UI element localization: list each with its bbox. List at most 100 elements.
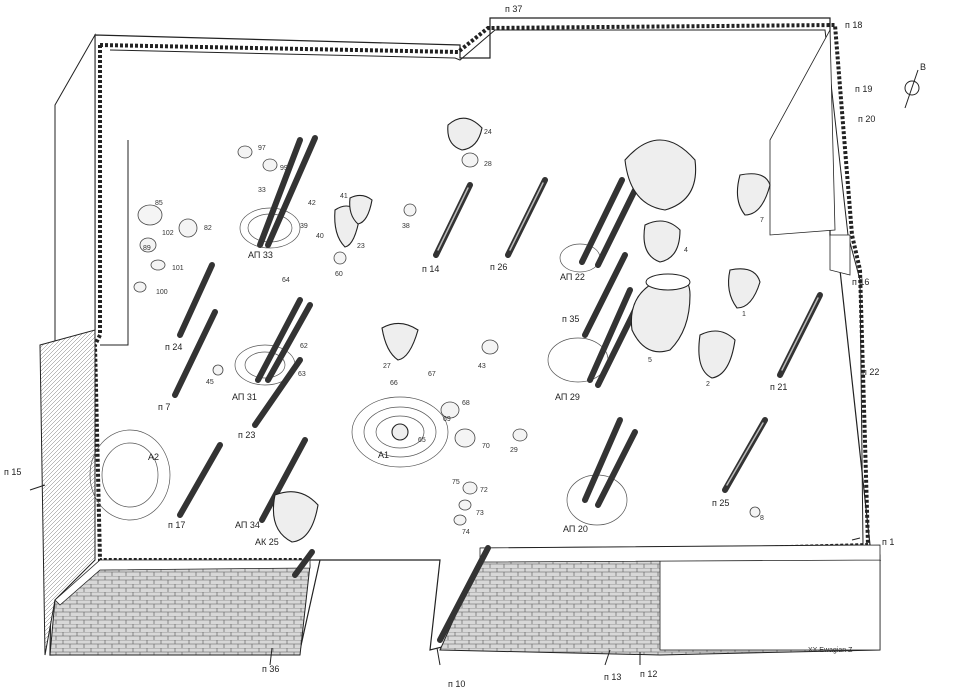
label-29: 29 (510, 447, 518, 454)
compass: В (904, 62, 926, 109)
label-p16: п 16 (852, 277, 869, 287)
label-5: 5 (648, 357, 652, 364)
label-a1: А1 (378, 450, 389, 460)
post-ap22a (579, 177, 625, 265)
label-p24: п 24 (165, 342, 182, 352)
label-p13: п 13 (604, 672, 621, 682)
signature: XX Ewagian Z (808, 647, 853, 654)
label-p14: п 14 (422, 264, 439, 274)
post-p17 (177, 442, 223, 518)
label-ap33: АП 33 (248, 250, 273, 260)
vessel-24 (447, 117, 483, 151)
post-ap29a (582, 252, 628, 338)
label-100: 100 (156, 289, 168, 296)
label-28: 28 (484, 161, 492, 168)
label-8: 8 (760, 515, 764, 522)
label-89: 89 (143, 245, 151, 252)
vessels (272, 117, 771, 543)
label-85: 85 (155, 200, 163, 207)
label-p37: п 37 (505, 4, 522, 14)
post-ap34 (259, 437, 308, 523)
label-p23: п 23 (238, 430, 255, 440)
label-p15: п 15 (4, 467, 21, 477)
label-ap20: АП 20 (563, 524, 588, 534)
label-74: 74 (462, 529, 470, 536)
label-65: 65 (418, 437, 426, 444)
label-60: 60 (335, 271, 343, 278)
label-67: 67 (428, 371, 436, 378)
kiln (624, 139, 697, 211)
vessel-4 (643, 220, 681, 263)
label-41: 41 (340, 193, 348, 200)
label-7: 7 (760, 217, 764, 224)
label-66: 66 (390, 380, 398, 387)
label-39: 39 (300, 223, 308, 230)
labels: п 37 п 18 п 19 п 20 п 16 п 22 п 1 п 15 п… (4, 4, 894, 689)
label-40: 40 (316, 233, 324, 240)
label-23: 23 (357, 243, 365, 250)
label-p25: п 25 (712, 498, 729, 508)
vessel-7 (736, 173, 771, 216)
label-p19: п 19 (855, 84, 872, 94)
label-p35: п 35 (562, 314, 579, 324)
post-p10 (437, 545, 491, 643)
post-ap20a (582, 417, 623, 503)
label-p7: п 7 (158, 402, 170, 412)
compass-letter: В (920, 62, 926, 72)
label-ap31: АП 31 (232, 392, 257, 402)
label-63: 63 (298, 371, 306, 378)
label-2: 2 (706, 381, 710, 388)
post-ap31b (265, 302, 313, 383)
vessel-1 (728, 268, 761, 309)
label-ak25: АК 25 (255, 537, 279, 547)
label-33: 33 (258, 187, 266, 194)
label-p1: п 1 (882, 537, 894, 547)
label-62: 62 (300, 343, 308, 350)
label-ap29: АП 29 (555, 392, 580, 402)
hearth-contours (89, 207, 628, 526)
posts (172, 135, 823, 643)
label-p22: п 22 (862, 367, 879, 377)
label-99: 99 (280, 165, 288, 172)
post-ap33b (257, 137, 303, 248)
post-ap33a (265, 135, 318, 248)
label-75: 75 (452, 479, 460, 486)
label-p21: п 21 (770, 382, 787, 392)
label-68: 68 (462, 400, 470, 407)
post-p7 (172, 309, 218, 398)
label-64: 64 (282, 277, 290, 284)
ak25 (272, 491, 319, 543)
label-24: 24 (484, 129, 492, 136)
label-97: 97 (258, 145, 266, 152)
post-ap29b (587, 287, 633, 383)
post-p23 (252, 357, 303, 428)
label-p17: п 17 (168, 520, 185, 530)
vessel-27 (381, 322, 419, 361)
label-82: 82 (204, 225, 212, 232)
label-4: 4 (684, 247, 688, 254)
label-1: 1 (742, 311, 746, 318)
label-73: 73 (476, 510, 484, 517)
label-p12: п 12 (640, 669, 657, 679)
arrows (29, 484, 861, 666)
label-42: 42 (308, 200, 316, 207)
label-27: 27 (383, 363, 391, 370)
label-38: 38 (402, 223, 410, 230)
label-p26: п 26 (490, 262, 507, 272)
vessel-2 (698, 330, 736, 379)
label-101: 101 (172, 265, 184, 272)
label-43: 43 (478, 363, 486, 370)
label-70: 70 (482, 443, 490, 450)
label-69: 69 (443, 416, 451, 423)
label-ap34: АП 34 (235, 520, 260, 530)
vessel-a1 (391, 423, 409, 441)
label-72: 72 (480, 487, 488, 494)
label-p20: п 20 (858, 114, 875, 124)
post-ap31a (255, 297, 303, 383)
stones (133, 145, 761, 526)
label-45: 45 (206, 379, 214, 386)
post-p24 (177, 262, 215, 338)
post-ap22b (595, 187, 638, 268)
post-ap20b (595, 429, 638, 508)
